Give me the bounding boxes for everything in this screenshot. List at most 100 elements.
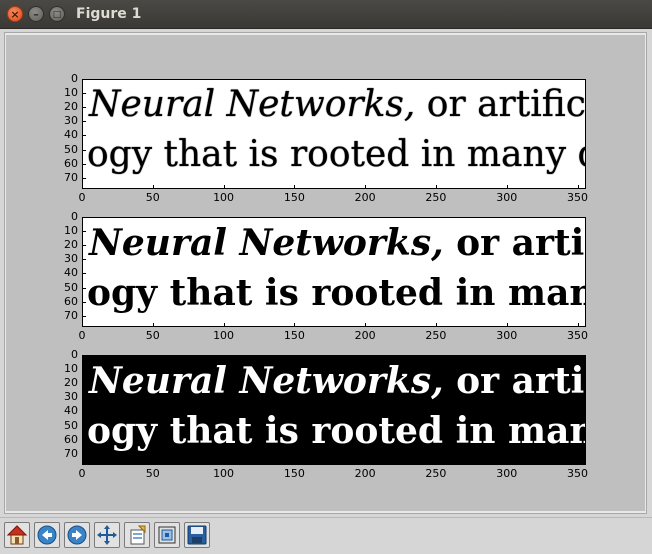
y-tick-label: 10 bbox=[64, 86, 78, 100]
home-button[interactable] bbox=[4, 522, 30, 548]
pan-button[interactable] bbox=[94, 522, 120, 548]
close-window-button[interactable]: × bbox=[7, 6, 23, 22]
title-bar: × – □ Figure 1 bbox=[0, 0, 652, 29]
x-tick-label: 100 bbox=[213, 467, 235, 480]
x-tick-label: 350 bbox=[567, 329, 588, 342]
x-tick-label: 150 bbox=[283, 467, 305, 480]
x-tick-mark bbox=[577, 323, 579, 327]
x-tick-mark bbox=[152, 185, 154, 189]
y-tick-mark bbox=[82, 397, 86, 399]
subplot-2-image[interactable]: Neural Networks, or artificial ogy that … bbox=[82, 217, 586, 327]
x-tick-mark bbox=[577, 185, 579, 189]
x-tick-label: 350 bbox=[567, 191, 588, 204]
image-text-line-2: ogy that is rooted in many d bbox=[87, 272, 585, 314]
x-tick-mark bbox=[294, 185, 296, 189]
save-button[interactable] bbox=[184, 522, 210, 548]
x-tick-label: 250 bbox=[425, 191, 447, 204]
x-tick-mark bbox=[435, 461, 437, 465]
y-tick-mark bbox=[82, 425, 86, 427]
y-tick-mark bbox=[82, 217, 86, 218]
y-tick-label: 70 bbox=[64, 446, 78, 460]
x-tick-label: 150 bbox=[283, 191, 305, 204]
y-tick-mark bbox=[82, 163, 86, 165]
y-tick-label: 30 bbox=[64, 114, 78, 128]
y-tick-label: 20 bbox=[64, 100, 78, 114]
y-tick-label: 20 bbox=[64, 238, 78, 252]
x-tick-label: 300 bbox=[496, 329, 518, 342]
x-tick-mark bbox=[506, 185, 508, 189]
subplot-3-image[interactable]: Neural Networks, or artificial ogy that … bbox=[82, 355, 586, 465]
back-button[interactable] bbox=[34, 522, 60, 548]
minimize-window-button[interactable]: – bbox=[28, 6, 44, 22]
y-tick-label: 70 bbox=[64, 170, 78, 184]
x-tick-label: 250 bbox=[425, 467, 447, 480]
image-text-line-2: ogy that is rooted in many d bbox=[87, 410, 585, 452]
x-tick-mark bbox=[223, 461, 225, 465]
y-tick-label: 50 bbox=[64, 142, 78, 156]
x-tick-label: 50 bbox=[145, 329, 160, 342]
y-tick-label: 60 bbox=[64, 294, 78, 308]
y-tick-mark bbox=[82, 121, 86, 123]
x-tick-mark bbox=[82, 185, 83, 189]
y-tick-label: 40 bbox=[64, 266, 78, 280]
x-tick-label: 300 bbox=[496, 467, 518, 480]
x-tick-label: 350 bbox=[567, 467, 588, 480]
y-tick-label: 20 bbox=[64, 376, 78, 390]
x-tick-label: 0 bbox=[78, 191, 86, 204]
y-tick-mark bbox=[82, 315, 86, 317]
x-tick-label: 250 bbox=[425, 329, 447, 342]
y-tick-mark bbox=[82, 177, 86, 179]
x-tick-label: 0 bbox=[78, 329, 86, 342]
y-tick-mark bbox=[82, 135, 86, 137]
image-text-line-2: ogy that is rooted in many d bbox=[87, 134, 586, 175]
y-tick-mark bbox=[82, 301, 86, 303]
x-tick-mark bbox=[152, 461, 154, 465]
y-tick-label: 50 bbox=[64, 280, 78, 294]
x-tick-label: 50 bbox=[145, 191, 160, 204]
x-tick-label: 200 bbox=[354, 329, 376, 342]
x-tick-mark bbox=[435, 185, 437, 189]
y-tick-label: 10 bbox=[64, 224, 78, 238]
zoom-rect-icon bbox=[158, 526, 176, 544]
y-tick-label: 50 bbox=[64, 418, 78, 432]
x-tick-label: 100 bbox=[213, 191, 235, 204]
x-tick-label: 150 bbox=[283, 329, 305, 342]
x-tick-label: 0 bbox=[78, 467, 86, 480]
subplot-1-image[interactable]: Neural Networks, or artificial ogy that … bbox=[82, 79, 586, 189]
home-icon bbox=[6, 525, 28, 545]
y-tick-mark bbox=[82, 355, 86, 356]
zoom-button[interactable] bbox=[154, 522, 180, 548]
y-tick-label: 40 bbox=[64, 404, 78, 418]
y-tick-label: 70 bbox=[64, 308, 78, 322]
y-tick-mark bbox=[82, 149, 86, 151]
x-tick-mark bbox=[294, 461, 296, 465]
y-tick-label: 0 bbox=[71, 210, 78, 223]
y-tick-mark bbox=[82, 231, 86, 233]
y-tick-label: 30 bbox=[64, 390, 78, 404]
y-tick-mark bbox=[82, 439, 86, 441]
image-text-line-1: Neural Networks, or artificial bbox=[89, 84, 586, 125]
forward-button[interactable] bbox=[64, 522, 90, 548]
forward-arrow-icon bbox=[67, 525, 87, 545]
y-tick-mark bbox=[82, 259, 86, 261]
x-tick-mark bbox=[365, 461, 367, 465]
window-title: Figure 1 bbox=[76, 6, 142, 22]
x-tick-mark bbox=[435, 323, 437, 327]
x-tick-mark bbox=[223, 323, 225, 327]
y-tick-label: 60 bbox=[64, 156, 78, 170]
y-tick-mark bbox=[82, 273, 86, 275]
x-tick-label: 200 bbox=[354, 191, 376, 204]
y-tick-label: 0 bbox=[71, 72, 78, 85]
y-tick-mark bbox=[82, 93, 86, 95]
x-tick-mark bbox=[365, 185, 367, 189]
configure-subplots-button[interactable] bbox=[124, 522, 150, 548]
y-tick-mark bbox=[82, 383, 86, 385]
x-tick-mark bbox=[223, 185, 225, 189]
x-tick-mark bbox=[506, 323, 508, 327]
x-tick-mark bbox=[82, 323, 83, 327]
maximize-window-button[interactable]: □ bbox=[49, 6, 65, 22]
y-tick-mark bbox=[82, 453, 86, 455]
x-tick-label: 300 bbox=[496, 191, 518, 204]
save-disk-icon bbox=[187, 525, 207, 545]
